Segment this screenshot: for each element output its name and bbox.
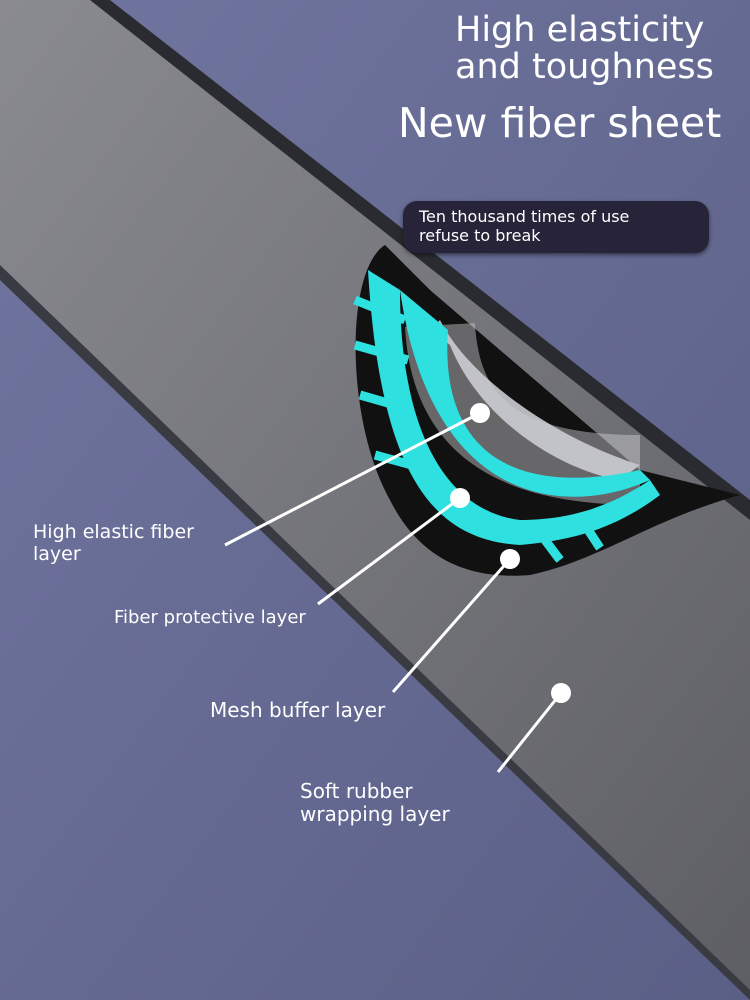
headline: High elasticity and toughness	[455, 10, 714, 87]
durability-badge: Ten thousand times of use refuse to brea…	[403, 201, 709, 253]
label-mesh-buffer: Mesh buffer layer	[210, 698, 386, 722]
title: New fiber sheet	[398, 99, 722, 147]
badge-text: Ten thousand times of use refuse to brea…	[419, 207, 630, 246]
label-high-elastic-fiber: High elastic fiber layer	[33, 521, 194, 565]
fiber-protective-layer	[368, 270, 660, 545]
label-soft-rubber: Soft rubber wrapping layer	[300, 779, 450, 826]
label-fiber-protective: Fiber protective layer	[114, 607, 306, 628]
